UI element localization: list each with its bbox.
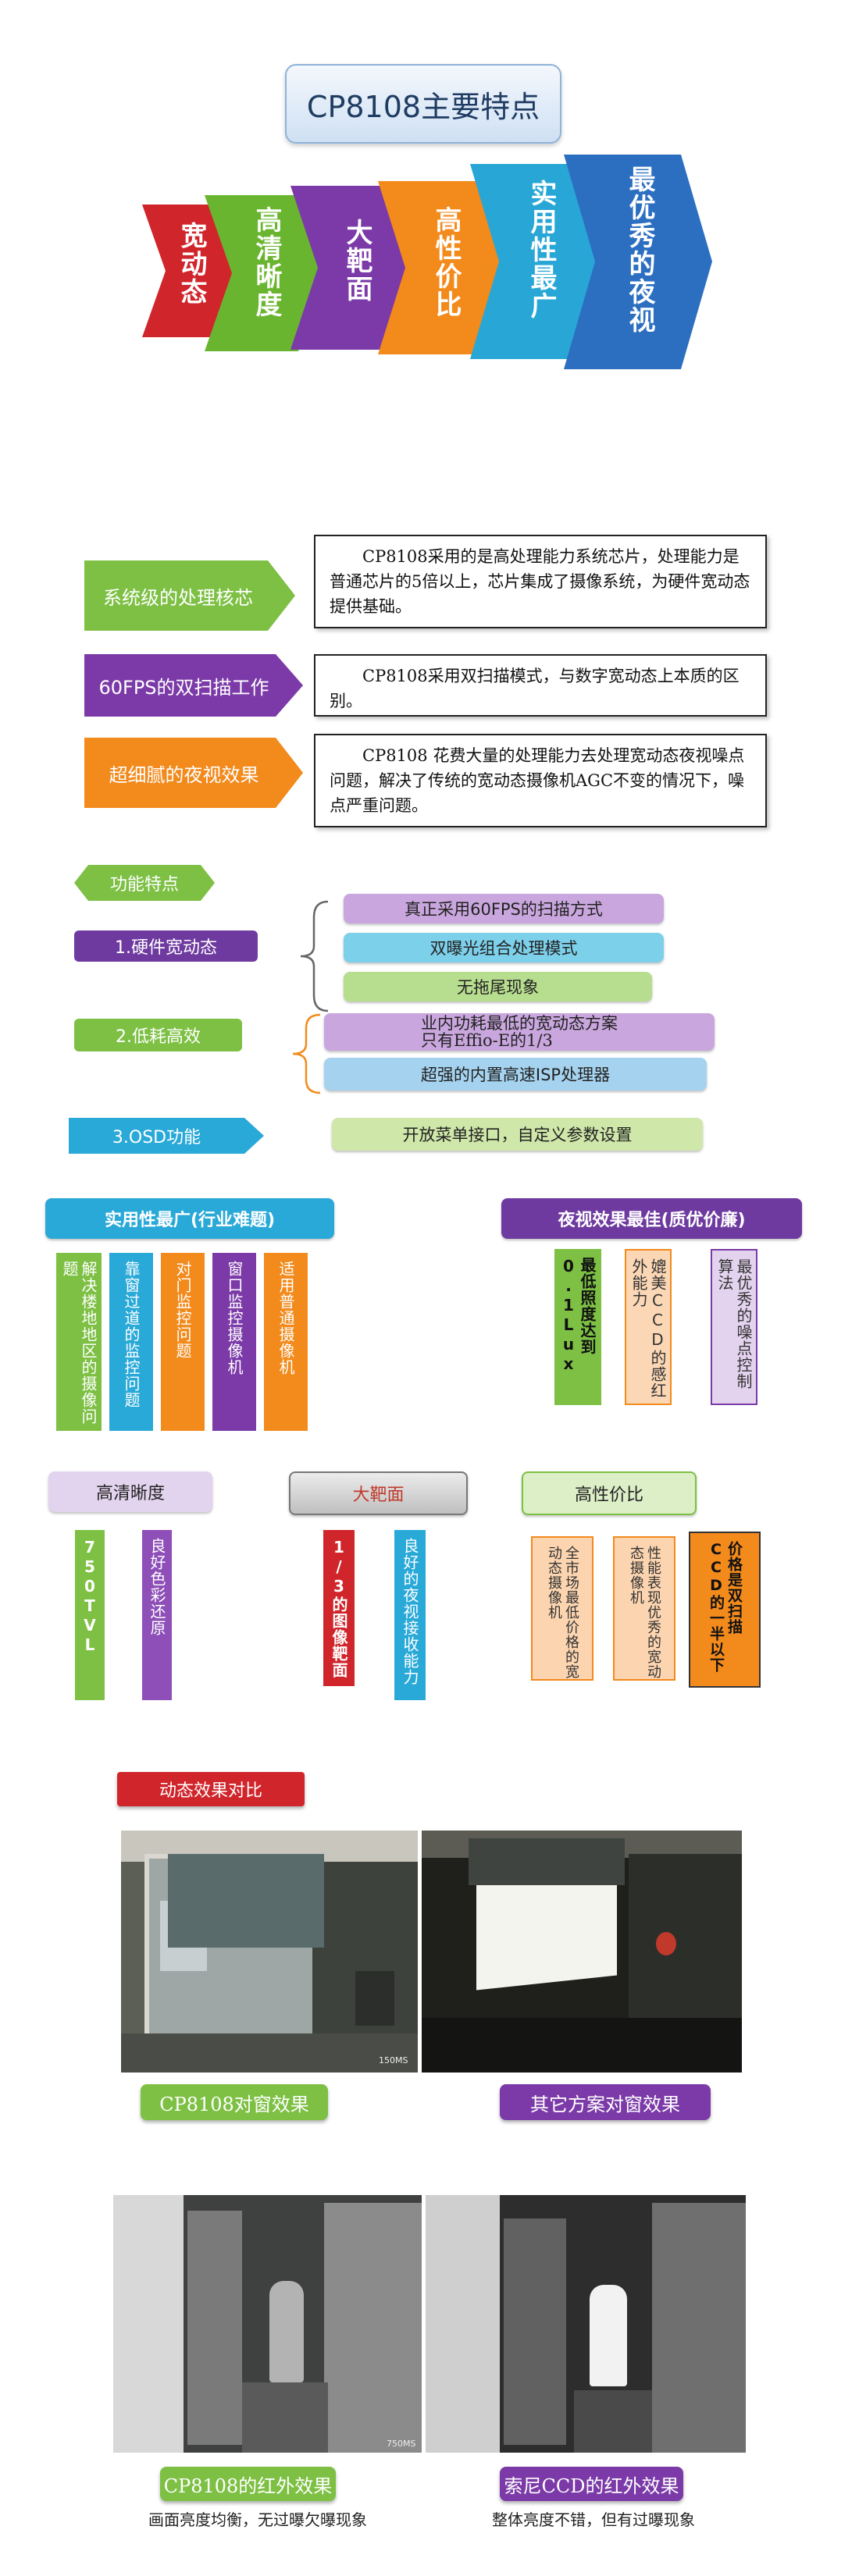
chevron-label: 高清晰度	[251, 206, 282, 318]
night-col-1: 媲美CCD的感红外能力	[625, 1249, 672, 1405]
bigtarget-col-0: 1/3的图像靶面	[323, 1530, 355, 1686]
chevron-label: 大靶面	[341, 219, 372, 303]
caption-cp8108-window: CP8108对窗效果	[141, 2084, 328, 2120]
chevron-label: 宽动态	[176, 222, 207, 306]
chevron-night-vision: 最优秀的夜视	[564, 155, 712, 369]
hd-col-1: 良好色彩还原	[142, 1530, 172, 1700]
bigtarget-title: 大靶面	[289, 1471, 468, 1515]
chevron-big-target: 大靶面	[290, 186, 415, 350]
chevron-value: 高性价比	[378, 181, 507, 354]
photo-cp8108-window: 150MS	[121, 1831, 418, 2073]
feature-60fps: 真正采用60FPS的扫描方式	[344, 894, 664, 923]
practical-col-1: 靠窗过道的监控问题	[109, 1253, 153, 1431]
page-title: CP8108主要特点	[285, 64, 561, 144]
desc-core-chip: CP8108采用的是高处理能力系统芯片，处理能力是普通芯片的5倍以上，芯片集成了…	[314, 535, 767, 628]
night-col-0: 最低照度达到0.1Lux	[554, 1249, 601, 1405]
night-title: 夜视效果最佳(质优价廉)	[501, 1198, 802, 1239]
hd-title: 高清晰度	[48, 1471, 212, 1512]
chevron-label: 实用性最广	[526, 180, 557, 320]
group-low-power: 2.低耗高效	[74, 1019, 242, 1051]
chevron-practical: 实用性最广	[470, 164, 607, 359]
chevron-label: 最优秀的夜视	[624, 165, 655, 334]
bracket-2	[292, 1013, 321, 1094]
desc-night: CP8108 花费大量的处理能力去处理宽动态夜视噪点问题，解决了传统的宽动态摄像…	[314, 734, 767, 827]
tag-night: 超细腻的夜视效果	[109, 763, 259, 786]
group-osd: 3.OSD功能	[112, 1128, 201, 1147]
note-cp8108-ir: 画面亮度均衡，无过曝欠曝现象	[148, 2510, 367, 2529]
note-sony-ir: 整体亮度不错，但有过曝现象	[492, 2510, 695, 2529]
caption-sony-ir: 索尼CCD的红外效果	[500, 2467, 683, 2501]
value-col-2: 价格是双扫描CCD的一半以下	[689, 1532, 761, 1688]
feature-dual-exposure: 双曝光组合处理模式	[344, 933, 664, 962]
timestamp: 150MS	[379, 2055, 408, 2065]
photo-other-window	[422, 1831, 742, 2073]
tag-arrow-scan	[84, 654, 303, 717]
value-col-0: 全市场最低价格的宽动态摄像机	[531, 1536, 593, 1681]
tag-dual-scan: 60FPS的双扫描工作	[98, 676, 269, 699]
practical-col-3: 窗口监控摄像机	[212, 1253, 256, 1431]
tag-arrow-core	[84, 560, 295, 631]
practical-col-0: 解决楼地地区的摄像问题	[56, 1253, 102, 1431]
tag-arrow-night	[84, 738, 303, 808]
practical-col-2: 对门监控问题	[161, 1253, 205, 1431]
timestamp: 750MS	[387, 2439, 416, 2449]
chevron-label: 高性价比	[430, 206, 462, 318]
bracket-1	[300, 900, 329, 1012]
practical-title: 实用性最广(行业难题)	[45, 1198, 334, 1239]
features-header-shape	[74, 865, 215, 901]
chevron-hd: 高清晰度	[205, 195, 326, 351]
practical-col-4: 适用普通摄像机	[264, 1253, 308, 1431]
hd-col-0: 750TVL	[75, 1530, 105, 1700]
compare-header: 动态效果对比	[117, 1772, 305, 1806]
caption-cp8108-ir: CP8108的红外效果	[160, 2467, 336, 2501]
desc-dual-scan: CP8108采用双扫描模式，与数字宽动态上本质的区别。	[314, 654, 767, 717]
feature-osd-menu: 开放菜单接口，自定义参数设置	[332, 1118, 703, 1151]
features-header: 功能特点	[109, 875, 179, 895]
bigtarget-col-1: 良好的夜视接收能力	[394, 1530, 426, 1700]
value-title: 高性价比	[522, 1471, 697, 1515]
feature-no-trail: 无拖尾现象	[344, 972, 652, 1002]
value-col-1: 性能表现优秀的宽动态摄像机	[613, 1536, 675, 1681]
photo-cp8108-ir: 750MS	[113, 2195, 422, 2453]
feature-isp: 超强的内置高速ISP处理器	[324, 1058, 707, 1091]
night-col-2: 最优秀的噪点控制算法	[711, 1249, 757, 1405]
feature-lowest-power: 业内功耗最低的宽动态方案 只有Effio-E的1/3	[324, 1013, 715, 1051]
tag-core-chip: 系统级的处理核芯	[103, 586, 253, 609]
group-hardware-wdr: 1.硬件宽动态	[74, 930, 258, 962]
osd-shape	[69, 1118, 264, 1154]
photo-sony-ir	[426, 2195, 746, 2453]
caption-other-window: 其它方案对窗效果	[500, 2084, 711, 2120]
